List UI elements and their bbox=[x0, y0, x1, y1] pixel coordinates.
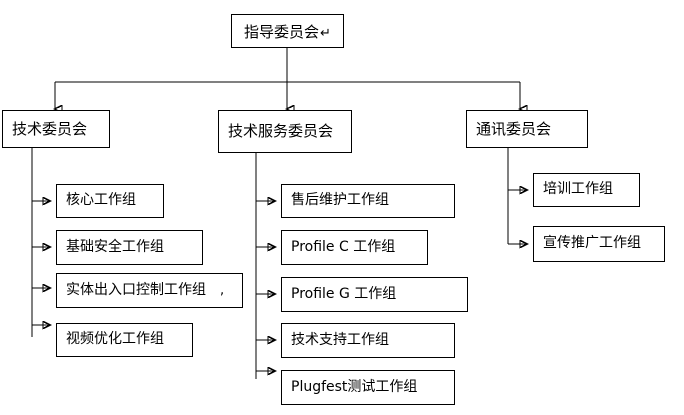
node-core-wg-label: 核心工作组 bbox=[66, 192, 136, 209]
node-profile-c-wg-label: Profile C 工作组 bbox=[291, 238, 396, 255]
node-tech-support-wg[interactable]: 技术支持工作组 bbox=[281, 323, 455, 358]
node-communications-committee-label: 通讯委员会 bbox=[476, 119, 552, 138]
node-steering-committee-label: 指导委员会↵ bbox=[244, 22, 331, 41]
node-promotion-wg[interactable]: 宣传推广工作组 bbox=[533, 226, 665, 262]
trailing-comma-mark: , bbox=[220, 282, 225, 298]
node-plugfest-test-wg[interactable]: Plugfest测试工作组 bbox=[281, 370, 455, 405]
node-profile-g-wg[interactable]: Profile G 工作组 bbox=[281, 277, 468, 312]
pilcrow-mark: ↵ bbox=[320, 25, 331, 41]
node-after-sales-maintenance-wg[interactable]: 售后维护工作组 bbox=[281, 184, 455, 218]
node-after-sales-maintenance-wg-label: 售后维护工作组 bbox=[291, 192, 389, 209]
node-tech-support-wg-label: 技术支持工作组 bbox=[291, 331, 389, 348]
node-profile-c-wg[interactable]: Profile C 工作组 bbox=[281, 230, 428, 265]
node-tech-service-committee[interactable]: 技术服务委员会 bbox=[218, 110, 352, 153]
node-promotion-wg-label: 宣传推广工作组 bbox=[543, 235, 641, 252]
node-communications-committee[interactable]: 通讯委员会 bbox=[466, 110, 588, 148]
node-profile-g-wg-label: Profile G 工作组 bbox=[291, 285, 397, 302]
node-video-optimization-wg[interactable]: 视频优化工作组 bbox=[56, 323, 193, 357]
node-plugfest-test-wg-label: Plugfest测试工作组 bbox=[291, 378, 418, 395]
node-physical-access-control-wg[interactable]: 实体出入口控制工作组, bbox=[56, 273, 243, 308]
node-physical-access-control-wg-label: 实体出入口控制工作组, bbox=[66, 281, 225, 298]
node-tech-service-committee-label: 技术服务委员会 bbox=[228, 122, 334, 141]
node-training-wg[interactable]: 培训工作组 bbox=[533, 173, 640, 207]
node-basic-security-wg-label: 基础安全工作组 bbox=[66, 238, 164, 255]
node-tech-committee[interactable]: 技术委员会 bbox=[2, 110, 110, 148]
node-video-optimization-wg-label: 视频优化工作组 bbox=[66, 331, 164, 348]
node-steering-committee[interactable]: 指导委员会↵ bbox=[231, 14, 344, 48]
node-training-wg-label: 培训工作组 bbox=[543, 181, 613, 198]
node-core-wg[interactable]: 核心工作组 bbox=[56, 184, 164, 218]
node-tech-committee-label: 技术委员会 bbox=[12, 119, 88, 138]
node-basic-security-wg[interactable]: 基础安全工作组 bbox=[56, 230, 203, 265]
